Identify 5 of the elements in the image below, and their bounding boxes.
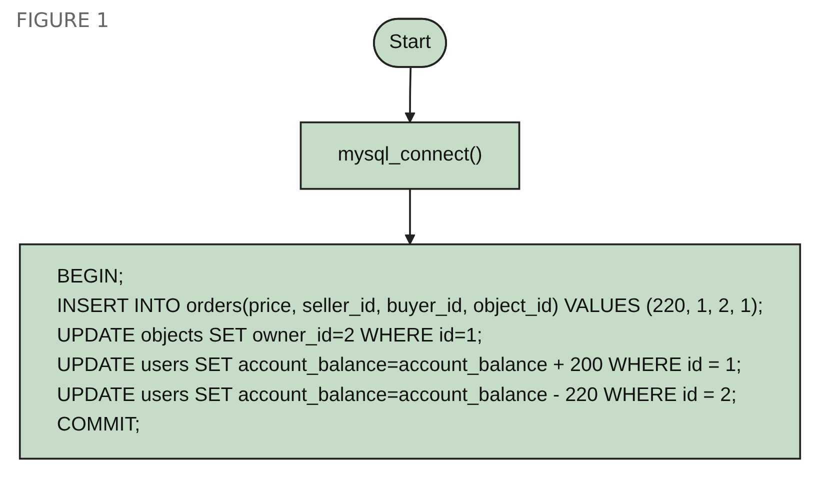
arrow [404,68,416,124]
node-box: mysql_connect() [300,122,520,190]
node-box: BEGIN; INSERT INTO orders(price, seller_id, buyer_id, object_id) VALUES (220, 1, 2, 1); UPDATE objects SET owner_id=2 WHERE id=1; UPDATE users SET account_balance=account_balance + 200 WHERE id = 1; UPDATE users SET account_balance=account_balance - 220 WHERE id = 2; COMMIT; [18,244,802,460]
arrow [404,189,416,246]
figure-title: FIGURE 1 [16,8,110,32]
